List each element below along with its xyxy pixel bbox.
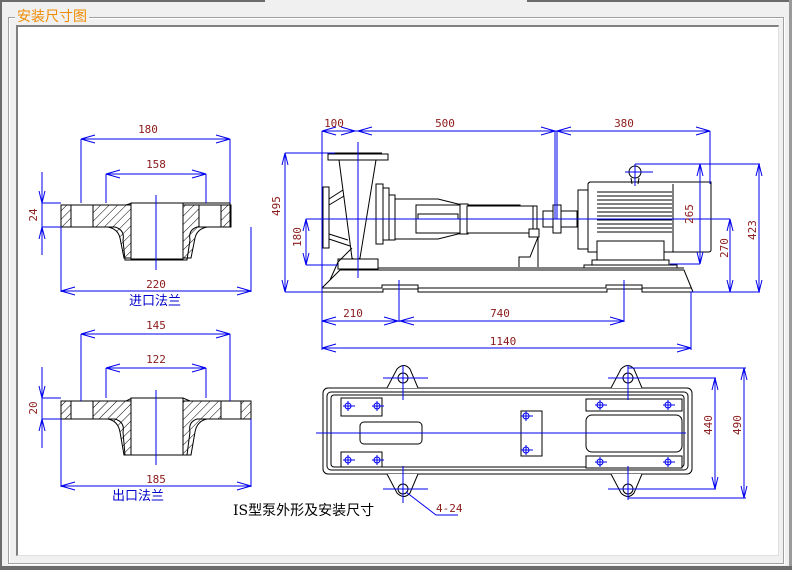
dim-base-length: 1140 bbox=[490, 335, 517, 348]
dim-motor-total-height: 423 bbox=[746, 220, 759, 240]
window-frame-left bbox=[0, 0, 2, 570]
dim-total-height: 495 bbox=[270, 196, 283, 216]
inlet-bore bbox=[130, 202, 184, 260]
side-view-dimensions: 100 500 380 495 180 265 270 423 bbox=[270, 117, 763, 353]
outlet-bore bbox=[130, 397, 184, 456]
dim-outlet-bolt-circle: 145 bbox=[146, 319, 166, 332]
dim-inlet-offset: 100 bbox=[324, 117, 344, 130]
window-frame-top-left bbox=[0, 0, 265, 2]
motor-pad-bottom bbox=[585, 455, 683, 469]
top-view-dimensions: 440 490 4-24 bbox=[405, 367, 748, 516]
pump-pad-top bbox=[340, 397, 383, 417]
motor-foot bbox=[596, 240, 665, 261]
bracket-flange bbox=[388, 194, 396, 241]
dim-inlet-bolt-circle: 180 bbox=[138, 123, 158, 136]
install-dimension-groupbox bbox=[8, 17, 784, 564]
anchor-lug-bottom-right bbox=[610, 473, 643, 497]
drawing-title: IS型泵外形及安装尺寸 bbox=[233, 503, 374, 519]
dim-inner-bolt-spacing: 440 bbox=[702, 415, 715, 435]
motor-body bbox=[587, 181, 712, 253]
inlet-flange-caption: 进口法兰 bbox=[129, 294, 181, 309]
inlet-flange-hatch-inner-left bbox=[92, 204, 132, 259]
inlet-flange-section bbox=[60, 195, 232, 270]
dim-outlet-thickness: 20 bbox=[27, 401, 40, 414]
dim-shaft-height: 270 bbox=[718, 238, 731, 258]
dim-inlet-thickness: 24 bbox=[27, 208, 40, 222]
groupbox-title: 安装尺寸图 bbox=[15, 8, 89, 26]
dim-bolt-spacing: 740 bbox=[490, 307, 510, 320]
anchor-bolt-callout: 4-24 bbox=[436, 502, 463, 515]
inlet-flange-hatch-right bbox=[220, 204, 232, 228]
dim-pump-to-coupling: 500 bbox=[435, 117, 455, 130]
dim-motor-length: 380 bbox=[614, 117, 634, 130]
motor-cooling-fins bbox=[597, 191, 672, 233]
dim-outlet-height: 180 bbox=[291, 227, 304, 247]
dim-base-left-to-bolt: 210 bbox=[343, 307, 363, 320]
bracket-support bbox=[518, 236, 539, 267]
window-frame-bottom bbox=[0, 566, 792, 570]
outlet-bolt-hole-right bbox=[220, 400, 242, 420]
base-top-view bbox=[316, 365, 716, 503]
dim-outer-width: 490 bbox=[731, 415, 744, 435]
window-frame-right bbox=[789, 0, 792, 570]
bolt-markers bbox=[343, 400, 675, 467]
dim-outlet-raised-face: 122 bbox=[146, 353, 166, 366]
dim-inlet-outer-diameter: 220 bbox=[146, 278, 166, 291]
suction-flange bbox=[322, 186, 330, 249]
dim-outlet-outer-diameter: 185 bbox=[146, 473, 166, 486]
anchor-lug-top-right bbox=[610, 365, 643, 389]
base-plate-bottom bbox=[322, 288, 691, 293]
inlet-bolt-hole-left bbox=[70, 204, 94, 228]
outlet-flange-dimensions: 145 122 185 20 出口法兰 bbox=[27, 319, 252, 504]
anchor-bolt-leader bbox=[405, 491, 458, 516]
outlet-bolt-hole-left bbox=[70, 400, 94, 420]
window-frame-top-right bbox=[527, 0, 792, 2]
outlet-flange-caption: 出口法兰 bbox=[112, 489, 164, 504]
motor-pad-top bbox=[585, 398, 683, 412]
outlet-flange-section bbox=[60, 390, 252, 465]
dim-inlet-raised-face: 158 bbox=[146, 158, 166, 171]
inlet-bolt-hole-right bbox=[198, 204, 222, 228]
inlet-flange-hatch-left bbox=[60, 204, 72, 228]
inlet-flange-dimensions: 180 158 220 24 进口法兰 bbox=[27, 123, 252, 309]
base-outer-rim bbox=[322, 387, 693, 475]
dim-motor-height: 265 bbox=[683, 204, 696, 224]
